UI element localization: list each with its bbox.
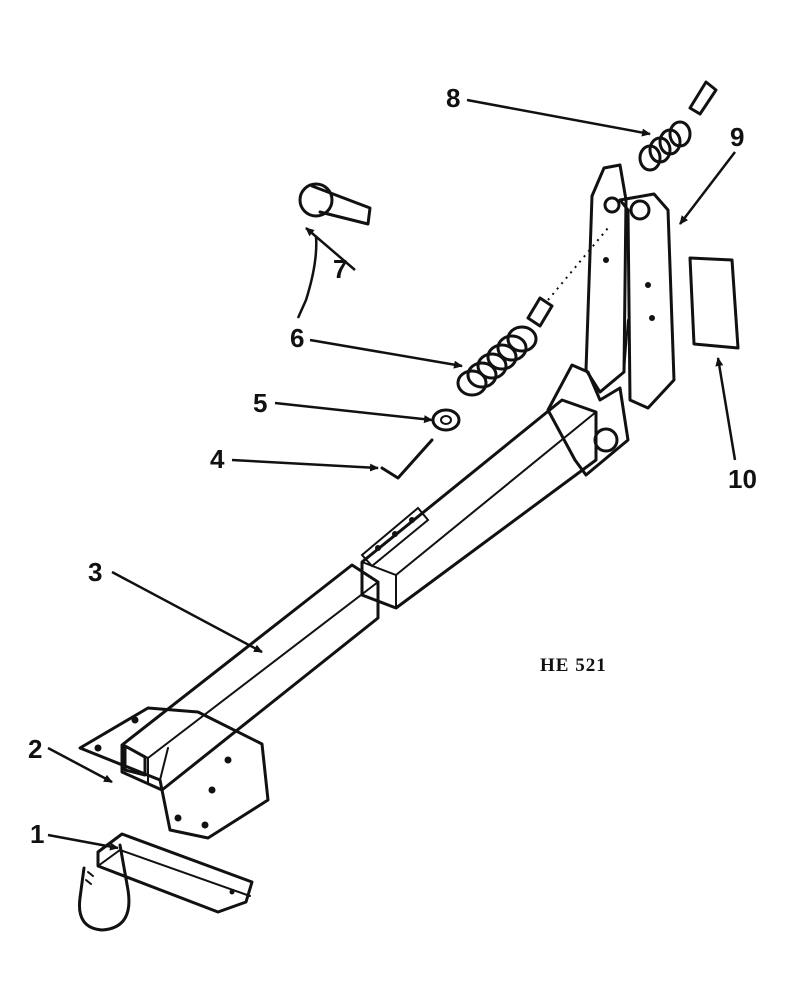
callout-8: 8 [446,83,460,113]
callout-10: 10 [728,464,757,494]
leader-lines [47,98,737,851]
clevis-pin [298,182,372,226]
callout-9: 9 [730,122,744,152]
u-bolt [77,843,131,932]
callout-5: 5 [253,388,267,418]
callout-7: 7 [333,254,347,284]
upper-spring [638,80,718,172]
wear-plate [688,256,740,350]
callout-6: 6 [290,323,304,353]
figure-reference-code: HE 521 [540,655,607,676]
callout-3: 3 [88,557,102,587]
callout-2: 2 [28,734,42,764]
callout-4: 4 [210,444,225,474]
callout-1: 1 [30,819,44,849]
nut [431,408,461,432]
pivot-arm [584,163,676,410]
compression-spring [456,227,609,397]
pin [380,438,434,480]
main-beam [78,363,630,840]
